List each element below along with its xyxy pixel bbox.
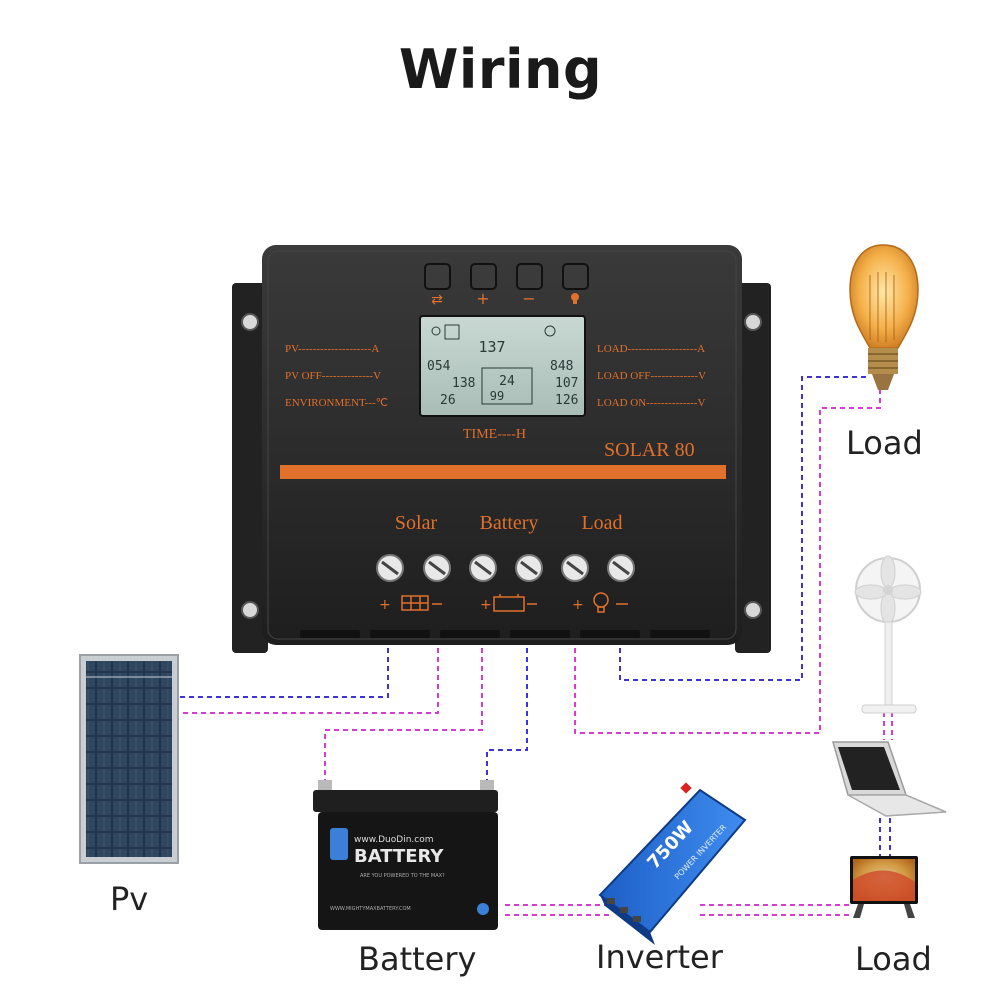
page-title: Wiring [398, 38, 603, 101]
plus-button-label: + [476, 289, 489, 308]
mode-button[interactable] [424, 263, 451, 290]
lcd-top-value: 137 [478, 338, 505, 356]
battery-brand-url: www.DuoDin.com [354, 835, 433, 845]
lcd-pv-current: 054 [427, 359, 451, 374]
wire-laptop-tv [879, 818, 891, 856]
lcd-screen: 137 054 138 26 24 99 848 107 126 [419, 315, 586, 417]
lcd-load-current: 848 [550, 359, 573, 374]
wire-battery-negative [486, 585, 528, 790]
battery-site: WWW.MIGHTYMAXBATTERY.COM [330, 906, 411, 912]
plus-button[interactable] [470, 263, 497, 290]
label-pv-off: PV OFF--------------V [285, 370, 381, 382]
svg-text:+: + [379, 597, 391, 613]
battery-tagline: ARE YOU POWERED TO THE MAX? [360, 873, 445, 879]
terminal-load-positive [561, 554, 589, 582]
svg-text:+: + [572, 597, 584, 613]
battery-icon [493, 594, 525, 612]
lcd-pv-off: 138 [452, 376, 475, 391]
wire-load-negative [619, 376, 866, 681]
terminal-battery-negative [515, 554, 543, 582]
control-buttons: ⇄ + − [424, 263, 589, 308]
label-pv-source: Pv [110, 880, 149, 918]
lcd-load-on: 126 [555, 393, 578, 408]
lcd-env-temp: 26 [440, 393, 456, 408]
load-bulb-icon [593, 592, 609, 613]
bulb-icon [571, 293, 579, 304]
tv [850, 856, 918, 918]
recycle-icon [477, 903, 489, 915]
solar-panel [79, 654, 179, 864]
controller-model: SOLAR 80 [604, 439, 695, 461]
fan [854, 555, 922, 714]
wire-battery-inverter [505, 904, 610, 916]
label-load-on: LOAD ON--------------V [597, 397, 705, 409]
terminals [376, 554, 635, 582]
terminal-label-battery: Battery [480, 512, 539, 534]
label-battery: Battery [358, 940, 477, 978]
label-environment: ENVIRONMENT---℃ [285, 397, 388, 409]
label-load: LOAD-------------------A [597, 343, 705, 355]
solar-panel-icon [401, 595, 429, 611]
terminal-battery-positive [469, 554, 497, 582]
label-load-off: LOAD OFF-------------V [597, 370, 706, 382]
terminal-label-load: Load [581, 512, 622, 534]
label-time: TIME----H [463, 427, 526, 442]
label-load-bottom: Load [855, 940, 932, 978]
inverter: 750W POWER INVERTER [598, 782, 747, 945]
sun-icon [431, 326, 441, 336]
edison-bulb [849, 244, 919, 390]
minus-button[interactable] [516, 263, 543, 290]
label-pv: PV--------------------A [285, 343, 379, 355]
lightbulb-lcd-icon [544, 325, 556, 337]
terminal-solar-negative [423, 554, 451, 582]
terminal-load-negative [607, 554, 635, 582]
minus-button-label: − [522, 289, 535, 308]
wire-inverter-tv [700, 904, 850, 916]
terminal-solar-positive [376, 554, 404, 582]
solar-panel-lcd-icon [444, 324, 460, 340]
light-button[interactable] [562, 263, 589, 290]
battery-lcd-icon [481, 367, 533, 405]
mode-button-label: ⇄ [431, 292, 443, 308]
wire-fan-laptop [883, 712, 893, 740]
battery-brand: BATTERY [354, 846, 444, 867]
wire-solar-negative [178, 585, 439, 714]
wire-battery-positive [324, 585, 483, 790]
battery: www.DuoDin.com BATTERY ARE YOU POWERED T… [313, 780, 498, 930]
lcd-load-off: 107 [555, 376, 578, 391]
lcd-battery-voltage: 24 [499, 374, 515, 389]
label-load-top: Load [846, 424, 923, 462]
lcd-battery-percent: 99 [490, 389, 504, 403]
terminal-label-solar: Solar [395, 512, 438, 534]
laptop [832, 741, 947, 817]
charge-controller: ⇄ + − 137 054 138 26 24 99 848 107 [232, 245, 771, 653]
svg-text:+: + [480, 597, 492, 613]
label-inverter: Inverter [596, 938, 723, 976]
